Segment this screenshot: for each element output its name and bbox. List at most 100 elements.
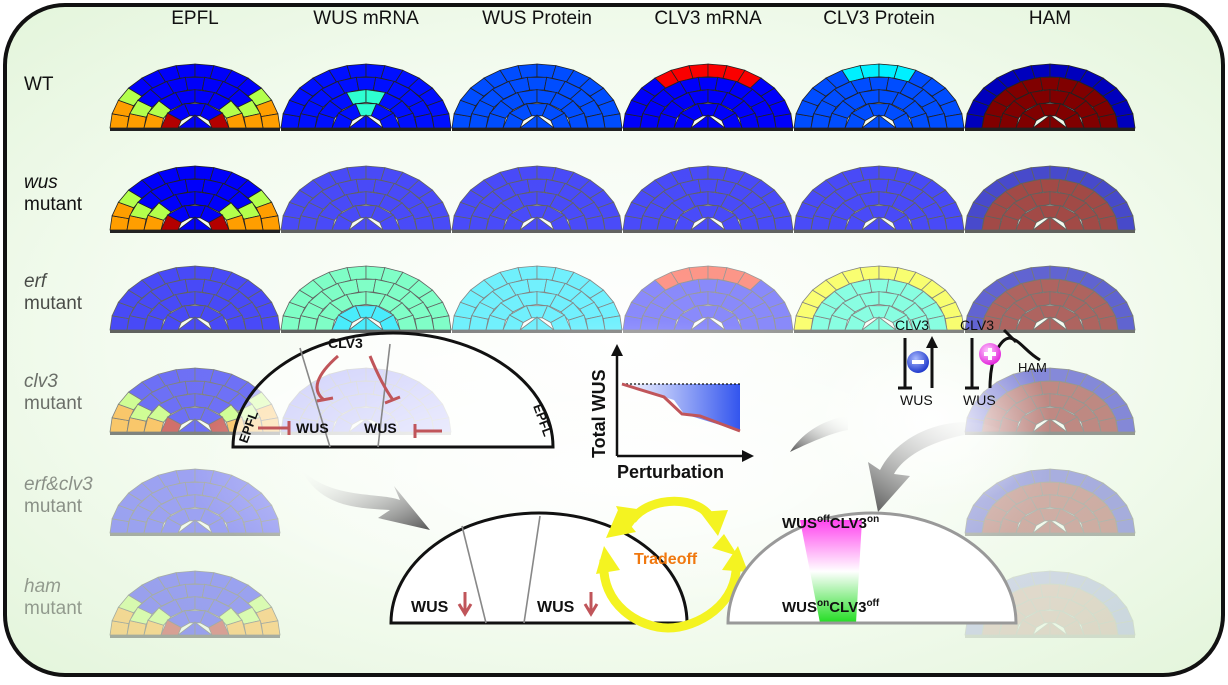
heatmap-cell (346, 165, 367, 181)
heatmap-cell (662, 282, 688, 302)
arrow-to-bottom-model (300, 468, 430, 530)
heatmap-cell (1049, 393, 1071, 409)
column-header: WUS Protein (482, 8, 592, 29)
heatmap-cell (174, 494, 196, 510)
heatmap-dome (109, 63, 281, 131)
heatmap-cell (129, 606, 153, 625)
heatmap-cell (215, 587, 241, 607)
heatmap-cell (859, 63, 880, 79)
heatmap-cell (679, 305, 704, 323)
heatmap-cell (166, 481, 189, 499)
reg-wus-b: WUS (963, 392, 996, 408)
heatmap-cell (207, 598, 232, 618)
total-wus-line (621, 382, 741, 433)
heatmap-cell (944, 113, 965, 129)
heatmap-cell (1021, 508, 1046, 526)
heatmap-cell (1115, 518, 1136, 534)
heatmap-cell (660, 302, 685, 321)
heatmap-base (965, 432, 1135, 435)
heatmap-cell (1030, 165, 1051, 181)
heatmap-cell (526, 278, 548, 293)
heatmap-cell (868, 278, 890, 293)
column-header: WUS mRNA (313, 8, 419, 29)
heatmap-cell (1080, 416, 1102, 433)
heatmap-cell (1070, 384, 1096, 404)
heatmap-base (110, 230, 280, 233)
heatmap-cell (1013, 598, 1038, 618)
heatmap-cell (157, 572, 181, 590)
heatmap-cell (160, 619, 182, 636)
heatmap-cell (149, 587, 175, 607)
heatmap-dome (964, 165, 1136, 233)
heatmap-cell (1115, 315, 1136, 331)
heatmap-cell (183, 610, 207, 624)
row-label: WT (24, 74, 54, 96)
heatmap-cell (175, 165, 196, 181)
heatmap-cell (736, 271, 762, 291)
heatmap-cell (1092, 504, 1116, 523)
heatmap-dome (109, 265, 281, 333)
heatmap-cell (714, 278, 737, 296)
heatmap-cell (654, 271, 680, 291)
heatmap-cell (728, 282, 754, 302)
heatmap-cell (1115, 620, 1136, 636)
heatmap-cell (722, 267, 746, 285)
row-label-genotype: wus (24, 172, 58, 193)
heatmap-cell (143, 517, 165, 534)
heatmap-cell (355, 278, 377, 293)
heatmap-cell (260, 315, 281, 331)
model-left-clv3: CLV3 (328, 335, 363, 351)
heatmap-dome (964, 63, 1136, 131)
heatmap-cell (160, 517, 182, 534)
heatmap-cell (1021, 610, 1046, 628)
zone-top-label: WUSoffCLV3on (782, 514, 879, 532)
row-label-line2: mutant (24, 293, 83, 314)
heatmap-dome (109, 165, 281, 233)
reg-clv3-a: CLV3 (895, 317, 929, 333)
heatmap-dome (109, 570, 281, 638)
tradeoff-label: Tradeoff (634, 551, 698, 568)
heatmap-cell (247, 594, 273, 614)
heatmap-cell (671, 293, 696, 313)
heatmap-cell (176, 519, 196, 534)
column-header: CLV3 mRNA (654, 8, 762, 29)
heatmap-cell (346, 63, 367, 79)
heatmap-dome (280, 265, 452, 333)
heatmap-cell (1030, 570, 1051, 586)
heatmap-cell (175, 367, 196, 383)
reg-ham: HAM (1018, 360, 1047, 375)
heatmap-cell (773, 315, 794, 331)
heatmap-cell (650, 290, 676, 310)
row-label-genotype: clv3 (24, 371, 58, 392)
heatmap-cell (602, 113, 623, 129)
heatmap-cell (760, 289, 786, 309)
heatmap-cell (1049, 418, 1069, 433)
heatmap-base (965, 533, 1135, 536)
heatmap-cell (1080, 619, 1102, 636)
heatmap-cell (175, 570, 196, 586)
heatmap-cell (1031, 519, 1051, 534)
heatmap-cell (1082, 595, 1108, 615)
heatmap-cell (697, 178, 719, 193)
heatmap-cell (166, 610, 191, 628)
heatmap-cell (1012, 572, 1036, 590)
heatmap-cell (1039, 583, 1061, 598)
heatmap-base (281, 230, 451, 233)
heatmap-base (452, 128, 622, 131)
heatmap-cell (1102, 391, 1128, 411)
heatmap-cell (201, 583, 224, 601)
heatmap-cell (688, 265, 709, 281)
heatmap-cell (1056, 380, 1079, 398)
heatmap-cell (697, 76, 719, 91)
heatmap-cell (1078, 474, 1104, 494)
heatmap-cell (1098, 417, 1119, 433)
heatmap-cell (517, 63, 538, 79)
heatmap-cell (431, 215, 452, 231)
heatmap-base (794, 230, 964, 233)
heatmap-cell (1102, 492, 1128, 512)
heatmap-cell (1078, 373, 1104, 393)
